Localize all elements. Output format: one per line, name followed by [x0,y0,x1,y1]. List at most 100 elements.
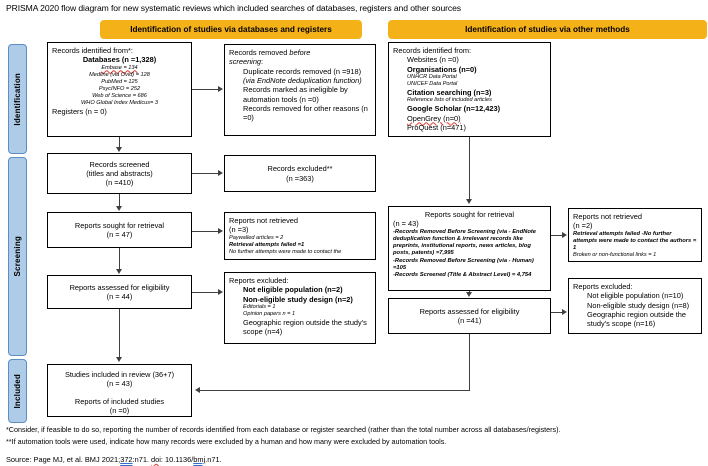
arrowhead-screened-to-sought [116,206,122,211]
box-records-identified-databases: Records identified from*: Databases (n =… [47,42,192,137]
arrowhead-right-sought-to-assessed [466,292,472,297]
other-google-scholar: Google Scholar (n=12,423) [407,104,501,114]
other-proquest: ProQuest (n=471) [407,122,466,132]
connector-other-identified-to-sought [469,137,470,199]
arrowhead-assessed-to-excluded [218,289,223,295]
studies-included-count: (n = 43) [106,379,133,389]
box-reports-excluded-left: Reports excluded: Not eligible populatio… [224,272,376,344]
header-other-methods: Identification of studies via other meth… [388,20,707,39]
records-removed-title-2: screening: [229,57,264,67]
other-organisations: Organisations (n=0) [407,64,477,74]
page-title: PRISMA 2020 flow diagram for new systema… [6,3,461,13]
source-medline: Medline (via Ovid) = 128 [89,71,150,78]
connector-screened-to-excluded [192,173,219,174]
other-websites: Websites (n =0) [407,55,459,65]
records-excluded-count: (n =363) [286,173,314,183]
records-identified-title: Records identified from*: [52,46,133,55]
connector-right-sought-to-assessed [469,291,470,292]
connector-identified-to-screened [119,137,120,148]
phase-label-screening: Screening [13,236,22,277]
connector-identified-to-removed [192,89,219,90]
box-reports-assessed-right: Reports assessed for eligibility (n =41) [388,298,551,334]
arrowhead-right-sought-to-notretrieved [562,232,567,238]
box-reports-sought-right: Reports sought for retrieval (n = 43) -R… [388,206,551,291]
connector-right-assessed-down [469,334,470,390]
arrowhead-sought-to-notretrieved [218,228,223,234]
other-unicef: UNICEF Data Portal [407,80,458,87]
excl-left-population: Not eligible population (n=2) [243,285,343,295]
assessed-left-count: (n = 44) [106,292,133,301]
arrowhead-assessed-to-included [116,357,122,362]
connector-right-sought-to-notretrieved [551,235,563,236]
sought-right-detail2: -Records Removed Before Screening (via -… [393,257,534,271]
box-reports-assessed-left: Reports assessed for eligibility (n = 44… [47,275,192,309]
box-reports-excluded-right: Reports excluded: Not eligible populatio… [568,278,702,334]
arrowhead-right-to-included [195,387,200,393]
not-retrieved-left-line1: Reports not retrieved [229,216,299,225]
connector-assessed-to-included [119,309,120,357]
source-psycinfo: PsycINFO = 252 [98,85,141,92]
other-identified-title: Records identified from: [393,46,472,55]
arrowhead-other-identified-to-sought [466,199,472,204]
connector-sought-to-notretrieved [192,231,219,232]
source-who-global-index: WHO Global Index Medicus= 3 [81,99,158,106]
source-doi-label: doi [151,455,161,464]
excl-left-opinion: Opinion papers n = 1 [243,310,296,317]
databases-count: Databases (n =1,328) [82,55,157,65]
footnote-2: **If automation tools were used, indicat… [6,437,447,446]
source-pubmed: PubMed = 125 [101,78,138,85]
connector-sought-to-assessed [119,248,120,269]
not-retrieved-left-paywalled: Paywalled articles = 2 [229,234,284,241]
not-retrieved-left-failed: Retrieval attempts failed =1 [229,241,305,248]
box-reports-not-retrieved-right: Reports not retrieved (n =2) Retrieval a… [568,208,702,262]
removed-item-other: Records removed for other reasons (n =0) [243,103,368,123]
source-citation: Source: Page MJ, et al. BMJ 2021;372:n71… [6,455,222,464]
excl-left-design: Non-eligible study design (n=2) [243,294,353,304]
source-volume: 372 [120,455,133,464]
reports-sought-left-line1: Reports sought for retrieval [74,220,165,230]
registers-count: Registers (n = 0) [52,106,107,116]
connector-right-assessed-to-excluded [551,312,563,313]
arrowhead-identified-to-removed [218,86,223,92]
assessed-left-line1: Reports assessed for eligibility [69,282,170,292]
records-screened-line2: (titles and abstracts) [86,168,153,178]
other-reference-lists: Reference lists of included articles [407,97,492,104]
excl-right-design: Non-eligible study design (n=8) [587,300,690,310]
removed-item-automation: Records marked as ineligible by automati… [243,85,348,104]
assessed-right-count: (n =41) [457,316,482,325]
phase-label-identification: Identification [13,72,22,126]
arrowhead-sought-to-assessed [116,269,122,274]
reports-sought-left-count: (n = 47) [106,230,133,239]
removed-item-duplicates: Duplicate records removed (n =918) (via … [243,66,362,85]
excl-right-geographic: Geographic region outside the study's sc… [587,309,687,329]
header-databases-registers: Identification of studies via databases … [100,20,362,39]
source-prefix: Source: Page MJ, et al. BMJ 2021; [6,455,121,464]
header-databases-label: Identification of studies via databases … [130,24,332,34]
excl-left-editorials: Editorials = 1 [243,303,276,310]
records-removed-title: Records removed before [229,48,311,57]
arrowhead-right-assessed-to-excluded [562,309,567,315]
records-screened-count: (n =410) [105,178,134,188]
assessed-right-line1: Reports assessed for eligibility [419,306,520,316]
reports-included-line1: Reports of included studies [74,396,165,406]
phase-bar-screening: Screening [8,157,27,356]
excl-left-geographic: Geographic region outside the study's sc… [243,317,367,337]
not-retrieved-right-broken: Broken or non-functional links = 1 [573,252,657,259]
not-retrieved-right-failed: Retrieval attempts failed -No further at… [573,230,697,252]
not-retrieved-left-count: (n =3) [229,225,249,235]
box-records-screened: Records screened (titles and abstracts) … [47,153,192,194]
source-web-of-science: Web of Science = 686 [92,92,147,99]
arrowhead-screened-to-excluded [218,170,223,176]
records-screened-line1: Records screened [89,159,150,169]
source-colon: : 10.1136/ [160,455,194,464]
connector-right-to-included [200,390,470,391]
footnote-1: *Consider, if feasible to do so, reporti… [6,425,561,434]
phase-bar-identification: Identification [8,44,27,154]
not-retrieved-right-count: (n =2) [573,221,593,231]
box-records-excluded: Records excluded** (n =363) [224,155,376,192]
box-reports-sought-left: Reports sought for retrieval (n = 47) [47,212,192,248]
excl-right-population: Not eligible population (n=10) [587,291,684,301]
sought-right-count: (n = 43) [393,219,419,229]
records-excluded-line1: Records excluded** [267,164,333,174]
connector-screened-to-sought [119,194,120,206]
